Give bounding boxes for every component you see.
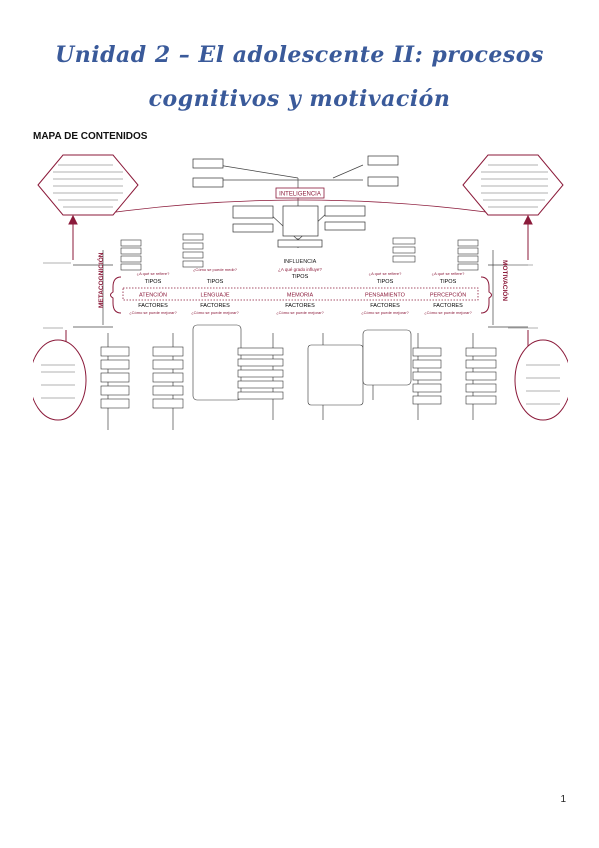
intelligence-label: INTELIGENCIA: [279, 192, 321, 198]
left-hexagon-text-lines: [53, 164, 123, 208]
factores-question-4: ¿Cómo se puede mejorar?: [361, 310, 409, 315]
factores-label-5: FACTORES: [433, 303, 463, 309]
left-ellipse: [33, 339, 87, 421]
tipos-label-3: TIPOS: [292, 274, 309, 280]
right-ellipse: [514, 339, 568, 421]
tipos-question-3: ¿A qué se refiere?: [369, 271, 402, 276]
right-hexagon-text-lines: [481, 164, 548, 208]
ellipse-text-lines: [41, 364, 560, 405]
influence-question: ¿A qué grado influye?: [278, 267, 322, 272]
process-atencion: ATENCIÓN: [139, 292, 167, 299]
tipos-label-2: TIPOS: [207, 279, 224, 285]
tipos-question-1: ¿A qué se refiere?: [137, 271, 170, 276]
concept-map: INTELIGENCIA INFLUENCIA ¿A qué grado inf…: [33, 150, 568, 445]
factores-question-5: ¿Cómo se puede mejorar?: [424, 310, 472, 315]
factores-label-2: FACTORES: [200, 303, 230, 309]
tipos-label-1: TIPOS: [145, 279, 162, 285]
factores-question-1: ¿Cómo se puede mejorar?: [129, 310, 177, 315]
tipos-label-4: TIPOS: [377, 279, 394, 285]
detail-boxes: [100, 324, 497, 409]
page-number: 1: [560, 794, 566, 805]
metacognition-label: METACOGNICIÓN: [96, 252, 105, 308]
factores-label-3: FACTORES: [285, 303, 315, 309]
process-pensamiento: PENSAMIENTO: [365, 293, 406, 299]
concept-map-diagram: INTELIGENCIA INFLUENCIA ¿A qué grado inf…: [33, 154, 568, 430]
top-arc: [115, 199, 487, 213]
factores-question-3: ¿Cómo se puede mejorar?: [276, 310, 324, 315]
tipos-question-2: ¿Cómo se puede medir?: [193, 267, 238, 272]
right-hexagon: [462, 154, 564, 216]
factores-question-2: ¿Cómo se puede mejorar?: [191, 310, 239, 315]
intelligence-node: [275, 187, 325, 199]
tipos-question-4: ¿A qué se refiere?: [432, 271, 465, 276]
process-percepcion: PERCEPCIÓN: [430, 292, 466, 299]
side-text-lines: [43, 262, 538, 329]
top-side-boxes: [192, 155, 399, 188]
page-title-line-1: Unidad 2 – El adolescente II: procesos: [55, 42, 544, 68]
factores-label-4: FACTORES: [370, 303, 400, 309]
factores-label-1: FACTORES: [138, 303, 168, 309]
process-memoria: MEMORIA: [287, 293, 314, 299]
right-bracket: [480, 276, 492, 314]
influence-label: INFLUENCIA: [284, 259, 317, 265]
left-hexagon: [37, 154, 139, 216]
center-boxes: [232, 205, 366, 248]
tipos-label-5: TIPOS: [440, 279, 457, 285]
type-boxes: [120, 233, 479, 271]
process-band: [122, 287, 479, 301]
process-lenguaje: LENGUAJE: [200, 293, 229, 299]
left-bracket: [110, 276, 122, 314]
section-label: MAPA DE CONTENIDOS: [33, 131, 148, 142]
motivation-label: MOTIVACIÓN: [501, 260, 510, 301]
page-title-line-2: cognitivos y motivación: [148, 86, 451, 112]
